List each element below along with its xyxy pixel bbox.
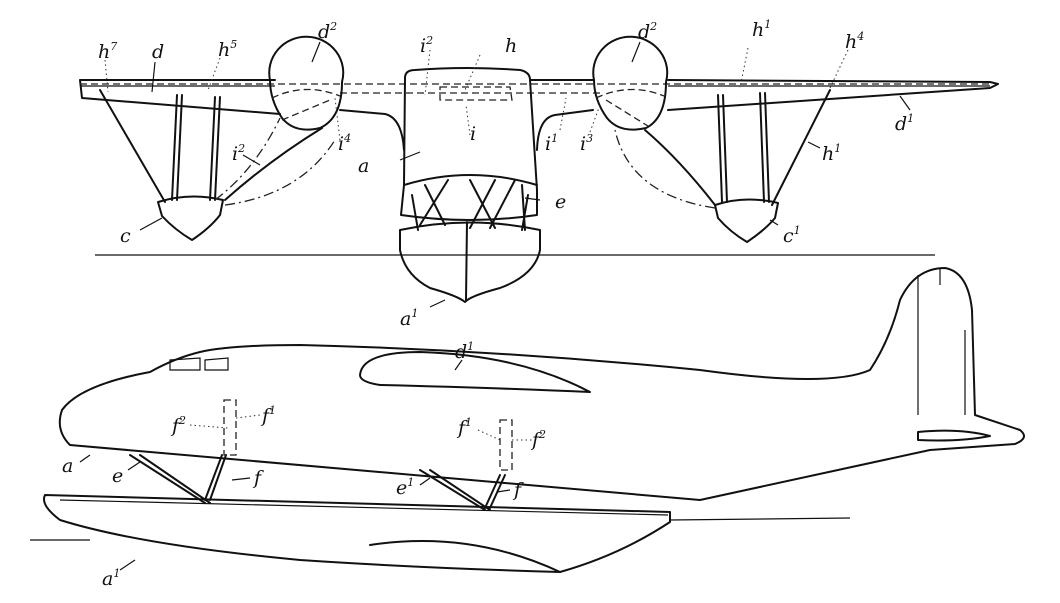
label-side-a: a	[62, 455, 73, 477]
label-c1: c1	[783, 224, 801, 247]
wing-section	[359, 351, 591, 393]
left-float	[157, 195, 224, 241]
label-side-d1: d1	[455, 340, 474, 363]
right-nacelle	[592, 35, 669, 131]
label-h1-top: h1	[752, 18, 771, 41]
tailplane	[917, 429, 991, 442]
label-a: a	[358, 155, 369, 177]
label-c: c	[120, 225, 131, 247]
label-side-f2-left: f2	[170, 414, 186, 437]
front-hull	[399, 221, 541, 303]
side-view: d1 f2 f1 a e f f1 f2 e1 f a1	[30, 267, 1025, 590]
right-float	[714, 198, 779, 243]
label-i2-top: i2	[420, 34, 433, 57]
label-side-f2-right: f2	[530, 428, 546, 451]
label-side-f1-left: f1	[260, 404, 276, 427]
label-i4: i4	[338, 132, 351, 155]
label-side-f1-right: f1	[456, 416, 472, 439]
label-d: d	[152, 41, 164, 63]
label-a1-front: a1	[400, 307, 418, 330]
side-hull	[43, 494, 671, 573]
fuselage-front	[400, 67, 538, 221]
hull-struts	[411, 179, 529, 231]
label-side-a1: a1	[102, 567, 120, 590]
label-i: i	[470, 123, 476, 145]
right-wing	[529, 79, 999, 151]
label-side-e: e	[112, 465, 123, 487]
label-i2-left: i2	[232, 142, 245, 165]
label-h: h	[505, 35, 517, 57]
label-side-e1: e1	[396, 476, 414, 499]
label-i1: i1	[545, 132, 558, 155]
label-h1-right: h1	[822, 142, 841, 165]
left-nacelle	[268, 35, 345, 131]
label-side-f-left: f	[252, 467, 264, 489]
label-d2-right: d2	[638, 20, 657, 43]
label-side-f-right: f	[512, 479, 524, 501]
label-d2-left: d2	[318, 20, 337, 43]
fuselage-side	[58, 267, 1025, 501]
label-h7: h7	[98, 40, 117, 63]
label-d1: d1	[895, 112, 914, 135]
side-struts	[129, 454, 506, 511]
label-h5: h5	[218, 38, 237, 61]
label-i3: i3	[580, 132, 593, 155]
label-h4: h4	[845, 30, 864, 53]
label-e: e	[555, 191, 566, 213]
front-view: h7 d h5 d2 i2 h d2 h1 h4 d1 i2 i4 a i i1…	[79, 18, 999, 330]
